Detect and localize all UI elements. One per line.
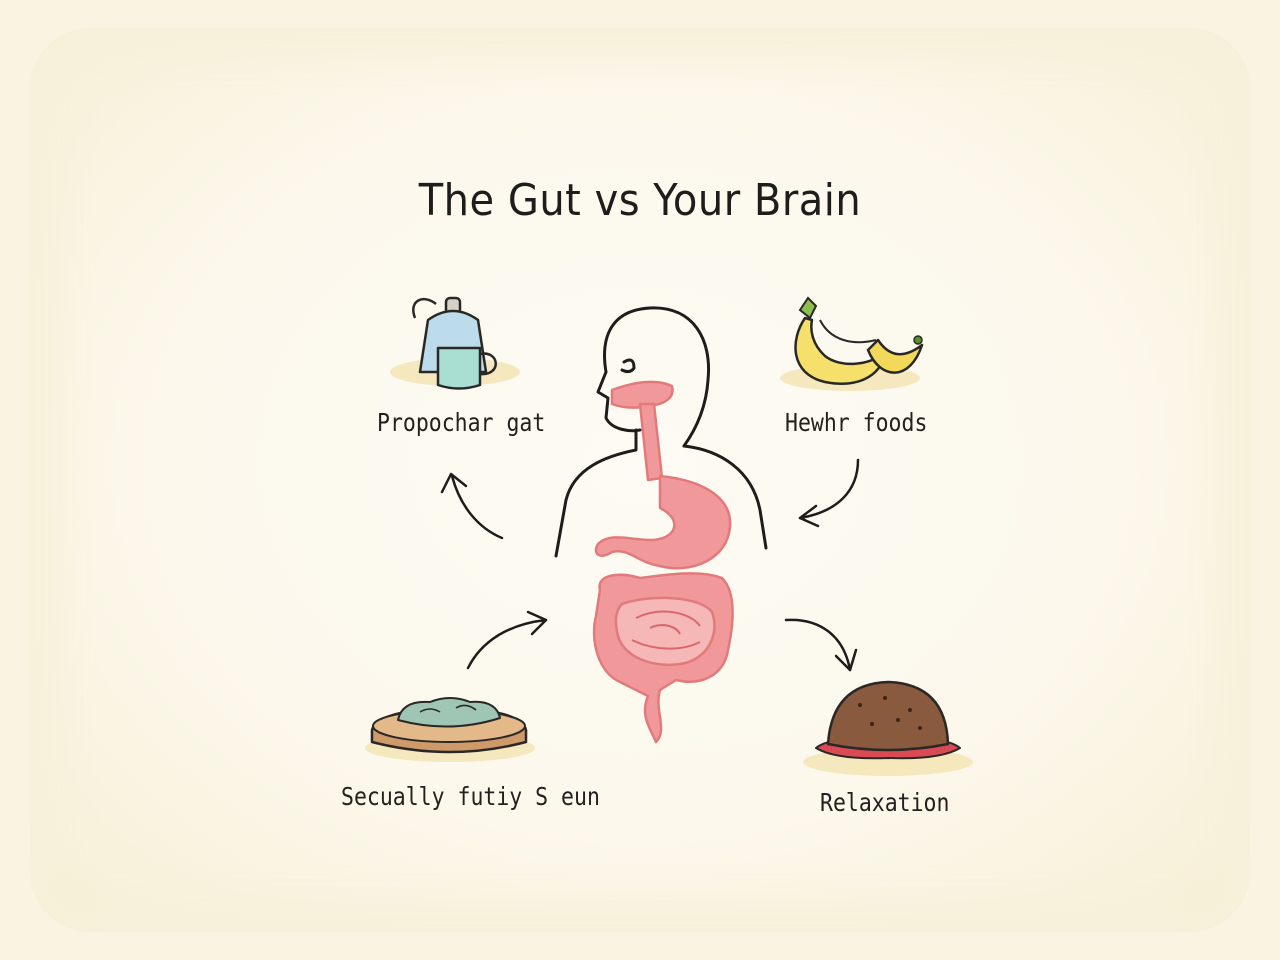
diagram-title: The Gut vs Your Brain [418,176,862,226]
label-bottom-right: Relaxation [820,788,950,817]
label-bottom-left: Secually futiy S eun [341,782,600,811]
label-top-left: Propochar gat [377,408,546,437]
arrow-to-bottom-right [784,618,852,672]
human-body-outline [554,306,768,558]
paper-background [30,28,1250,932]
arrow-from-bottom-left [466,618,548,670]
arrow-to-top-left [450,474,504,540]
arrow-from-top-right [798,458,860,520]
dish-icon [370,697,528,754]
teapot-and-cup-icon [412,296,497,390]
human-digestive-system [592,380,734,744]
bread-loaf-icon [815,680,961,760]
cycle-arrows [440,458,860,672]
bananas-icon [794,296,924,385]
label-top-right: Hewhr foods [785,408,928,437]
